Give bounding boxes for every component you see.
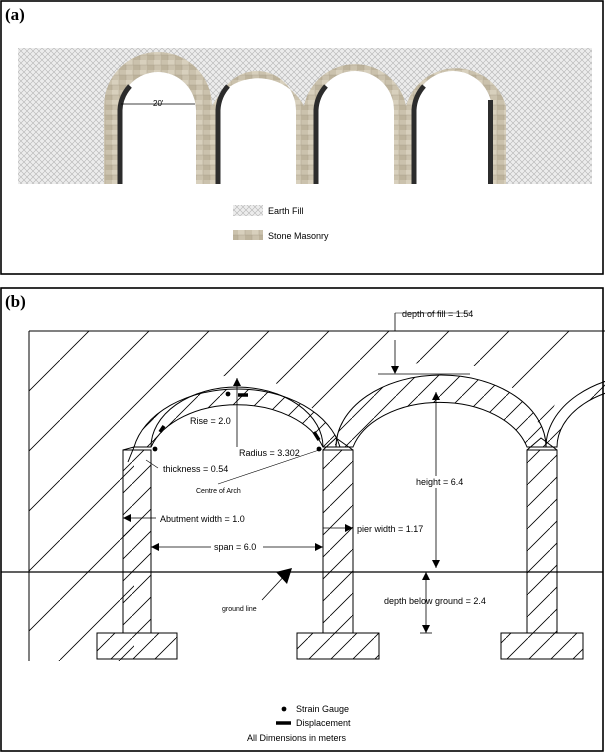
depth-of-fill-dimension: depth of fill = 1.54 [378,309,473,375]
arch-structure [96,374,605,660]
instrumentation [152,391,322,452]
displacement-marker [312,431,321,441]
span-dimension-a: 20' [121,99,195,108]
panel-b-legend: Strain Gauge Displacement All Dimensions… [247,704,351,743]
centre-of-arch-label: Centre of Arch [196,488,241,495]
depth-of-fill-label: depth of fill = 1.54 [402,309,473,319]
legend-strain-gauge: Strain Gauge [296,704,349,714]
earth-fill-swatch [233,205,263,216]
abutment-width-label: Abutment width = 1.0 [160,514,245,524]
legend-displacement: Displacement [296,718,351,728]
stone-masonry-swatch [233,230,263,240]
strain-gauge-marker [316,446,322,452]
pier-width-label: pier width = 1.17 [357,524,423,534]
thickness-label: thickness = 0.54 [163,464,228,474]
rise-label: Rise = 2.0 [190,416,231,426]
span-dimension-b: span = 6.0 [151,541,323,553]
panel-b-label: (b) [5,292,26,311]
panel-a: (a) 20' Earth Fill Stone Masonry [0,0,604,275]
rise-dimension: Rise = 2.0 [190,378,241,447]
strain-gauge-marker [152,446,158,452]
fill-zone [29,331,605,661]
abutment-width-dimension: Abutment width = 1.0 [123,514,245,524]
height-dimension: height = 6.4 [410,392,468,568]
height-label: height = 6.4 [416,477,463,487]
ground-line-label: ground line [222,606,257,613]
legend-earth-fill: Earth Fill [268,206,304,216]
ground-line-annotation: ground line [222,568,292,613]
thickness-annotation: thickness = 0.54 [145,459,228,474]
pier-width-dimension: pier width = 1.17 [323,524,423,534]
strain-gauge-marker [225,391,231,397]
panel-b: (b) [0,287,605,752]
radius-annotation: Radius = 3.302 Centre of Arch [196,448,323,495]
legend-units-note: All Dimensions in meters [247,733,347,743]
displacement-marker [158,425,166,433]
span-label-b: span = 6.0 [214,542,256,552]
legend-stone-masonry: Stone Masonry [268,231,329,241]
span-label-a: 20' [153,99,164,108]
radius-label: Radius = 3.302 [239,448,300,458]
masonry-arcade [104,52,506,184]
depth-below-ground-dimension: depth below ground = 2.4 [384,572,486,634]
panel-a-label: (a) [5,5,25,24]
depth-below-ground-label: depth below ground = 2.4 [384,596,486,606]
